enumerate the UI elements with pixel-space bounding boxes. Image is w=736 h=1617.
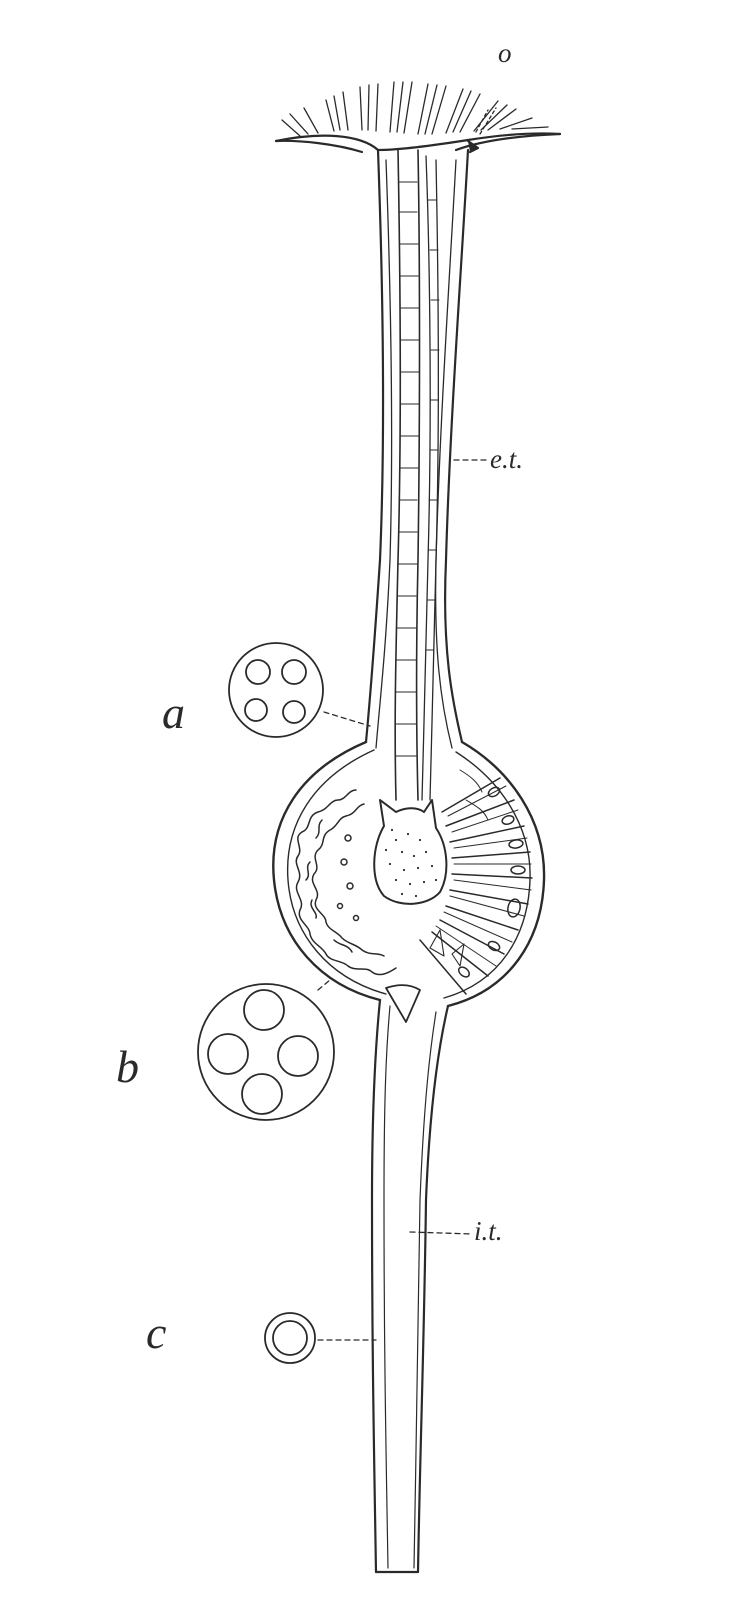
cilia-fringe	[281, 81, 549, 137]
basal-body	[385, 984, 421, 1023]
lower-stalk	[370, 998, 450, 1574]
label-b: b	[116, 1041, 139, 1092]
convoluted-tube	[295, 789, 397, 976]
leader-lines	[317, 459, 491, 1341]
section-a	[228, 642, 324, 738]
section-c	[264, 1312, 316, 1364]
label-et: e.t.	[490, 444, 523, 474]
central-mass	[373, 799, 448, 905]
label-a: a	[162, 687, 185, 738]
label-it: i.t.	[474, 1216, 503, 1246]
section-b	[197, 983, 335, 1121]
label-o: o	[498, 38, 512, 68]
label-c: c	[146, 1307, 167, 1358]
radial-chambers	[419, 769, 533, 995]
funnel-top	[274, 107, 562, 154]
canal-ladder	[395, 181, 440, 757]
neck-tube	[364, 148, 470, 801]
